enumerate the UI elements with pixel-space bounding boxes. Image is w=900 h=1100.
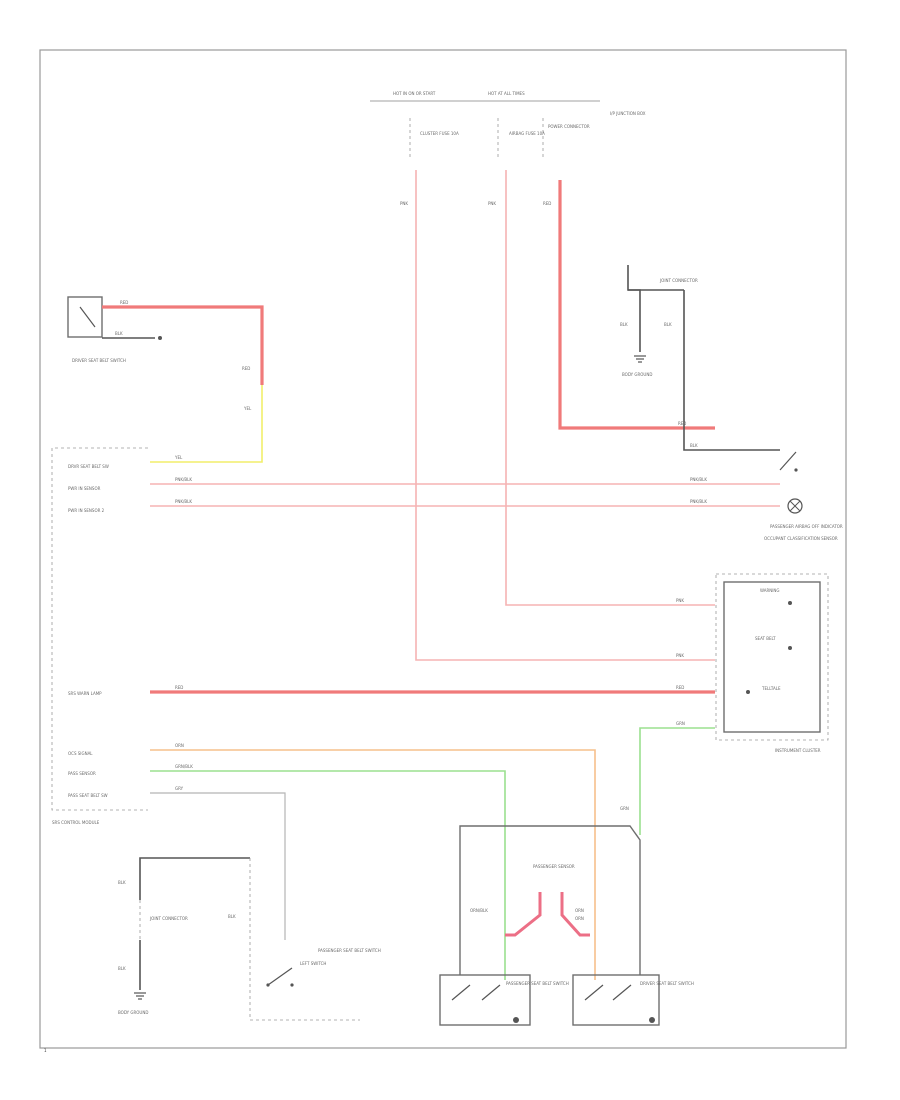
- lower-left-ground: BLK BLK JOINT CONNECTOR BODY GROUND BLK: [118, 857, 360, 1021]
- wire-red-power: [558, 180, 715, 430]
- telltale-label: PASSENGER AIRBAG OFF INDICATOR: [770, 524, 843, 529]
- srs-pin-2: PWR IN SENSOR: [68, 486, 101, 491]
- srs-pin-1: DRVR SEAT BELT SW: [68, 464, 109, 469]
- pass-switch-label: PASSENGER SEAT BELT SWITCH: [506, 981, 569, 986]
- instrument-cluster: WARNING SEAT BELT TELLTALE INSTRUMENT CL…: [715, 573, 829, 753]
- wire-code-blk-2: BLK: [620, 322, 628, 327]
- wire-code-gry-1: GRY: [175, 786, 184, 791]
- wire-green-pass-sensor: [150, 770, 506, 980]
- telltale-lamp-icon: [787, 498, 803, 514]
- srs-pin-7: PASS SEAT BELT SW: [68, 793, 108, 798]
- passenger-switch-label: PASSENGER SEAT BELT SWITCH: [318, 948, 381, 953]
- wire-code-blk-4: BLK: [690, 443, 698, 448]
- fuse-a-label: CLUSTER FUSE 10A: [420, 131, 459, 136]
- wire-code-blk-3: BLK: [664, 322, 672, 327]
- driver-seat-belt-switch: DRIVER SEAT BELT SWITCH BLK: [67, 296, 162, 363]
- wire-code-pnk-3: PNK: [488, 201, 496, 206]
- wire-yellow-seatbelt: [150, 385, 263, 463]
- driver-switch-label: DRIVER SEAT BELT SWITCH: [640, 981, 694, 986]
- srs-pin-6: PASS SENSOR: [68, 771, 96, 776]
- passenger-seat-belt-switch: PASSENGER SEAT BELT SWITCH: [439, 974, 569, 1026]
- page-number: 1: [44, 1048, 47, 1053]
- wire-code-pnk-4: PNK: [676, 598, 684, 603]
- wire-code-red-3: RED: [543, 201, 551, 206]
- wire-code-blk-6: BLK: [118, 966, 126, 971]
- joint-connector-label: JOINT CONNECTOR: [659, 278, 698, 283]
- wire-code-pnk-2: PNK: [676, 653, 684, 658]
- wire-code-red-6: RED: [676, 685, 684, 690]
- wire-code-pnkblk-2: PNK/BLK: [175, 499, 192, 504]
- wire-code-orn-2: ORN: [575, 916, 584, 921]
- wire-pink-airbag-fuse: [505, 170, 715, 606]
- wire-code-red-2: RED: [242, 366, 250, 371]
- joint-connector-2-label: JOINT CONNECTOR: [149, 916, 188, 921]
- srs-control-module: SRS CONTROL MODULE DRVR SEAT BELT SW PWR…: [51, 447, 148, 825]
- wire-black-gnd-right: [627, 265, 641, 352]
- wire-code-pnkblk-1: PNK/BLK: [175, 477, 192, 482]
- wire-code-orn-1: ORN: [175, 743, 184, 748]
- ground-label-1: BODY GROUND: [622, 372, 652, 377]
- wire-code-grn-2: GRN: [620, 806, 629, 811]
- wire-code-red-1: RED: [120, 300, 128, 305]
- right-switch-icon: [779, 451, 798, 472]
- seat-belt-switch-label: DRIVER SEAT BELT SWITCH: [72, 358, 126, 363]
- srs-module-label: SRS CONTROL MODULE: [52, 820, 100, 825]
- srs-pin-3: PWR IN SENSOR 2: [68, 508, 105, 513]
- fuse-label-left: HOT IN ON OR START: [393, 91, 436, 96]
- wire-code-blk-5: BLK: [118, 880, 126, 885]
- top-fuse-bus: HOT IN ON OR START HOT AT ALL TIMES I/P …: [370, 91, 646, 160]
- cluster-lamp-icon-2: [788, 646, 792, 650]
- left-switch: LEFT SWITCH PASSENGER SEAT BELT SWITCH: [266, 948, 381, 987]
- wire-code-pnk-1: PNK: [400, 201, 408, 206]
- wire-sensor-left: [505, 892, 542, 937]
- driver-seat-belt-switch-lower: DRIVER SEAT BELT SWITCH: [572, 974, 694, 1026]
- srs-pin-4: SRS WARN LAMP: [68, 691, 102, 696]
- wire-pink-cluster-fuse: [415, 170, 715, 661]
- ground-icon-right: [634, 355, 646, 363]
- wire-code-pnkblk-3: PNK/BLK: [690, 477, 707, 482]
- wire-black-gnd-right-2: [683, 290, 780, 451]
- wire-sensor-right: [560, 892, 590, 937]
- wire-code-grn-1: GRN: [676, 721, 685, 726]
- wire-grey-pass-belt: [150, 792, 286, 940]
- cluster-seatbelt-label: SEAT BELT: [755, 636, 776, 641]
- wire-code-pnkblk-4: PNK/BLK: [690, 499, 707, 504]
- wire-code-yel-1: YEL: [243, 406, 252, 411]
- wire-code-orn-3: ORN: [575, 908, 584, 913]
- ground-point-icon: [158, 336, 162, 340]
- wire-red-seatbelt: [102, 305, 264, 385]
- wire-code-red-5: RED: [175, 685, 183, 690]
- wire-green-cluster: [639, 727, 715, 835]
- wire-code-blk-7: BLK: [228, 914, 236, 919]
- cluster-lamp-icon-1: [788, 601, 792, 605]
- occupant-sensor-label: OCCUPANT CLASSIFICATION SENSOR: [764, 536, 838, 541]
- wire-orange-ocs: [150, 749, 596, 980]
- passenger-sensor-label: PASSENGER SENSOR: [533, 864, 575, 869]
- passenger-sensor-box: PASSENGER SENSOR ORN/BLK ORN: [459, 825, 641, 975]
- diagram-frame: [39, 49, 847, 1049]
- wire-code-blk-1: BLK: [115, 331, 123, 336]
- wire-code-red-4: RED: [678, 421, 686, 426]
- cluster-lamp-icon-3: [746, 690, 750, 694]
- wire-code-orn-blk: ORN/BLK: [470, 908, 488, 913]
- cluster-label: INSTRUMENT CLUSTER: [775, 748, 821, 753]
- srs-pin-5: OCS SIGNAL: [68, 751, 93, 756]
- fuse-label-right: HOT AT ALL TIMES: [488, 91, 525, 96]
- fuse-box-label: I/P JUNCTION BOX: [610, 111, 646, 116]
- left-switch-label: LEFT SWITCH: [300, 961, 326, 966]
- ground-label-2: BODY GROUND: [118, 1010, 148, 1015]
- fuse-c-label: POWER CONNECTOR: [548, 124, 590, 129]
- cluster-telltale-label: TELLTALE: [761, 686, 781, 691]
- wire-code-grnblk-1: GRN/BLK: [175, 764, 193, 769]
- wire-code-yel-2: YEL: [174, 455, 183, 460]
- cluster-warning-label: WARNING: [760, 588, 780, 593]
- fuse-b-label: AIRBAG FUSE 10A: [509, 131, 545, 136]
